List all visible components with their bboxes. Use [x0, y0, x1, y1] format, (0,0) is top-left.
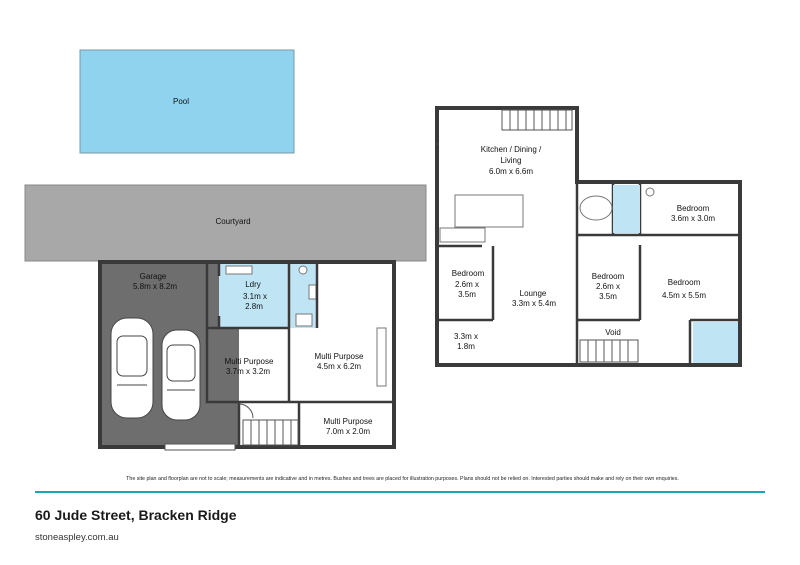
- ensuite-area: [693, 322, 738, 363]
- bed1-label: Bedroom: [452, 269, 485, 278]
- bed3-label: Bedroom: [677, 204, 710, 213]
- bed4-label: Bedroom: [668, 278, 701, 287]
- accent-rule: [35, 491, 765, 493]
- lounge-dims: 3.3m x 5.4m: [512, 299, 556, 308]
- car-right: [161, 329, 201, 421]
- bed3-dims: 3.6m x 3.0m: [671, 214, 715, 223]
- kitchen-bench: [439, 227, 486, 243]
- bed4-dims: 4.5m x 5.5m: [662, 291, 706, 300]
- bed2-label: Bedroom: [592, 272, 625, 281]
- multi1-dims: 3.7m x 3.2m: [226, 367, 270, 376]
- floor-plan: Pool Courtyard Garage 5.8m x 8.2m Ldry 3…: [24, 49, 742, 451]
- car-left: [110, 317, 154, 419]
- multi3-label: Multi Purpose: [324, 417, 373, 426]
- bathtub-icon: [579, 195, 613, 221]
- garage-label: Garage: [140, 272, 167, 281]
- shower-icon: [295, 313, 313, 327]
- courtyard-area: [24, 184, 427, 262]
- lounge-label: Lounge: [520, 289, 547, 298]
- kitchen-island: [454, 194, 524, 228]
- kitchen-label-2: Living: [501, 156, 522, 165]
- laundry-dims-1: 3.1m x: [243, 292, 267, 301]
- multi2-label: Multi Purpose: [315, 352, 364, 361]
- void-label: Void: [605, 328, 621, 337]
- disclaimer-text: The site plan and floorplan are not to s…: [126, 476, 679, 482]
- agency-website: stoneaspley.com.au: [35, 532, 119, 543]
- small-room-dims-2: 1.8m: [457, 342, 475, 351]
- courtyard-label: Courtyard: [215, 217, 250, 226]
- small-room-dims-1: 3.3m x: [454, 332, 478, 341]
- stairs-upper-top: [501, 109, 573, 131]
- garage-door: [164, 443, 236, 451]
- property-address: 60 Jude Street, Bracken Ridge: [35, 507, 237, 523]
- laundry-label: Ldry: [245, 280, 261, 289]
- kitchen-label-1: Kitchen / Dining /: [481, 145, 542, 154]
- multi2-dims: 4.5m x 6.2m: [317, 362, 361, 371]
- laundry-tub: [225, 265, 253, 275]
- bathroom-area: [613, 185, 640, 233]
- bench: [376, 327, 387, 387]
- basin-icon: [308, 284, 317, 300]
- bed2-dims-2: 3.5m: [599, 292, 617, 301]
- kitchen-dims: 6.0m x 6.6m: [489, 167, 533, 176]
- bed1-dims-1: 2.6m x: [455, 280, 479, 289]
- toilet-upper-icon: [645, 187, 655, 197]
- stairs-upper-void: [579, 339, 639, 363]
- multi3-dims: 7.0m x 2.0m: [326, 427, 370, 436]
- multi1-label: Multi Purpose: [225, 357, 274, 366]
- garage-dims: 5.8m x 8.2m: [133, 282, 177, 291]
- pool-label: Pool: [173, 97, 189, 106]
- stairs-lower: [242, 419, 299, 446]
- toilet-icon: [298, 265, 308, 275]
- bed2-dims-1: 2.6m x: [596, 282, 620, 291]
- laundry-dims-2: 2.8m: [245, 302, 263, 311]
- pool-area: [79, 49, 295, 154]
- bed1-dims-2: 3.5m: [458, 290, 476, 299]
